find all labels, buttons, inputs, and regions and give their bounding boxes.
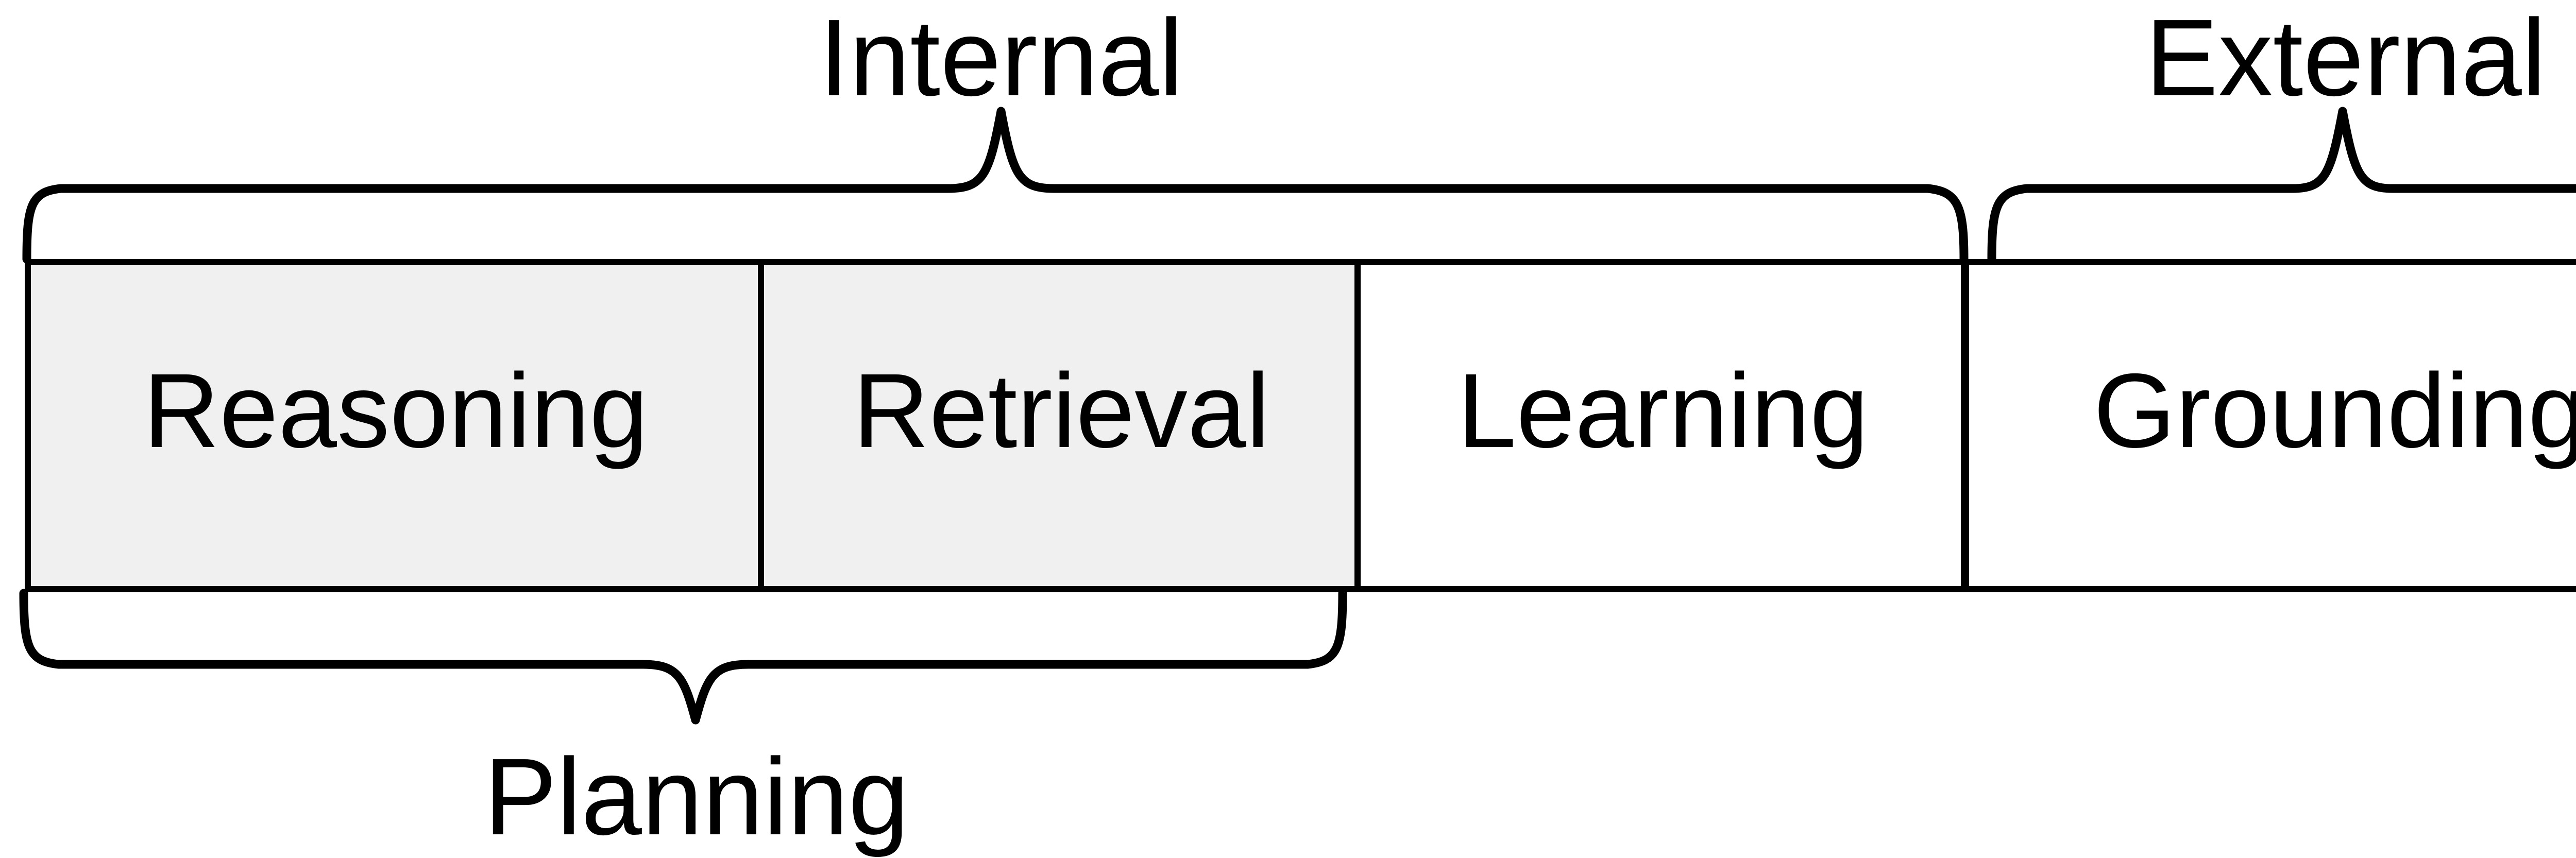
internal-label: Internal <box>819 0 1183 118</box>
cell-retrieval-label: Retrieval <box>853 352 1270 470</box>
bottom-brace-planning-group: Planning <box>19 589 1347 857</box>
planning-label: Planning <box>484 735 909 857</box>
external-brace-icon <box>1987 107 2576 264</box>
cell-reasoning[interactable]: Reasoning <box>25 259 764 592</box>
cell-retrieval-rect[interactable] <box>758 259 1361 592</box>
planning-brace-icon <box>19 589 1347 725</box>
cell-grounding-rect[interactable] <box>1961 259 2576 592</box>
top-brace-external-group: External <box>1987 0 2576 264</box>
cell-learning-label: Learning <box>1458 352 1869 470</box>
cell-grounding[interactable]: Grounding <box>1961 259 2576 592</box>
cell-learning[interactable]: Learning <box>1354 259 1967 592</box>
top-brace-internal-group: Internal <box>22 0 1969 264</box>
cell-reasoning-rect[interactable] <box>25 259 764 592</box>
cell-learning-rect[interactable] <box>1354 259 1967 592</box>
capability-row: Reasoning Retrieval Learning Grounding <box>25 259 2576 592</box>
internal-brace-icon <box>22 107 1969 264</box>
cell-grounding-label: Grounding <box>2093 352 2576 470</box>
external-label: External <box>2145 0 2546 118</box>
cell-retrieval[interactable]: Retrieval <box>758 259 1361 592</box>
cell-reasoning-label: Reasoning <box>143 352 648 470</box>
